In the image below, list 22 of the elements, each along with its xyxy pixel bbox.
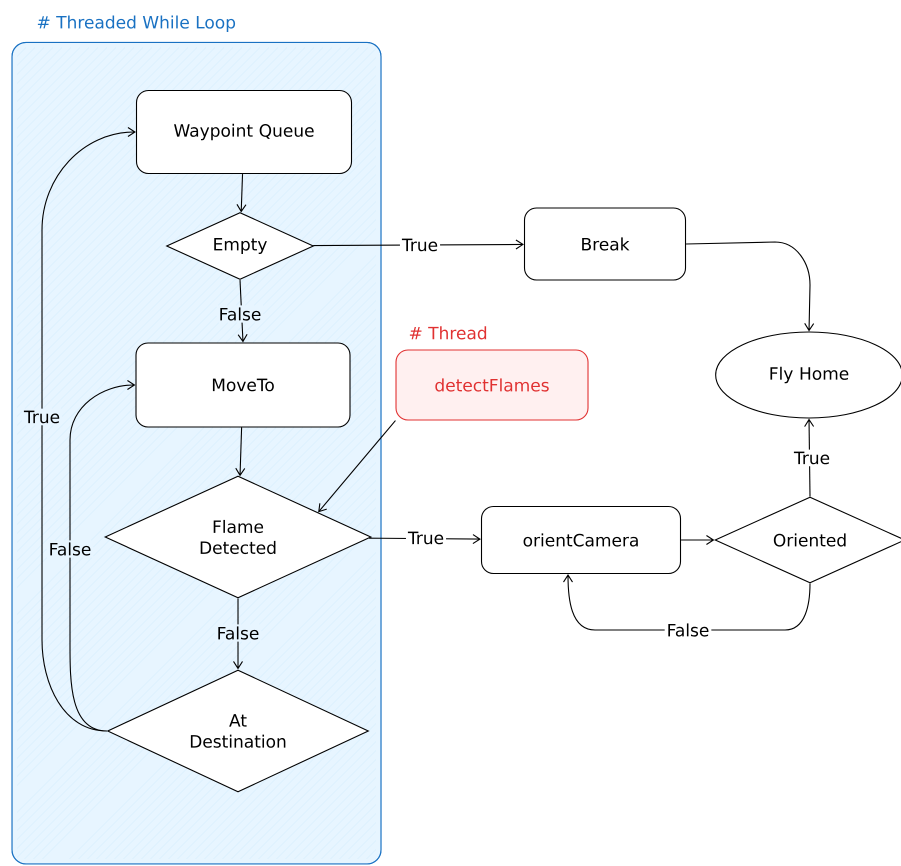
process-box: Waypoint Queue <box>136 90 352 174</box>
thread-box: # Thread detectFlames <box>395 326 589 421</box>
edge-label: True <box>22 408 62 426</box>
edge-label: False <box>216 305 264 323</box>
edge-label: True <box>406 530 446 546</box>
arrow <box>41 127 136 732</box>
edge-label: True <box>400 236 440 254</box>
arrow <box>69 380 136 732</box>
arrow <box>681 535 714 545</box>
process-box: MoveTo <box>135 342 351 428</box>
node-label: # Threaded While Loop <box>38 15 236 32</box>
edge-label: False <box>214 624 262 642</box>
arrow <box>236 174 246 212</box>
edge-label: False <box>46 540 94 558</box>
arrow <box>318 420 396 512</box>
arrow <box>235 428 246 476</box>
arrow <box>686 241 814 332</box>
edge-label: False <box>664 621 712 639</box>
process-box: Break <box>524 207 686 281</box>
process-box: orientCamera <box>480 506 682 574</box>
node-label: # Thread <box>410 326 486 340</box>
edge-label: True <box>792 450 832 466</box>
